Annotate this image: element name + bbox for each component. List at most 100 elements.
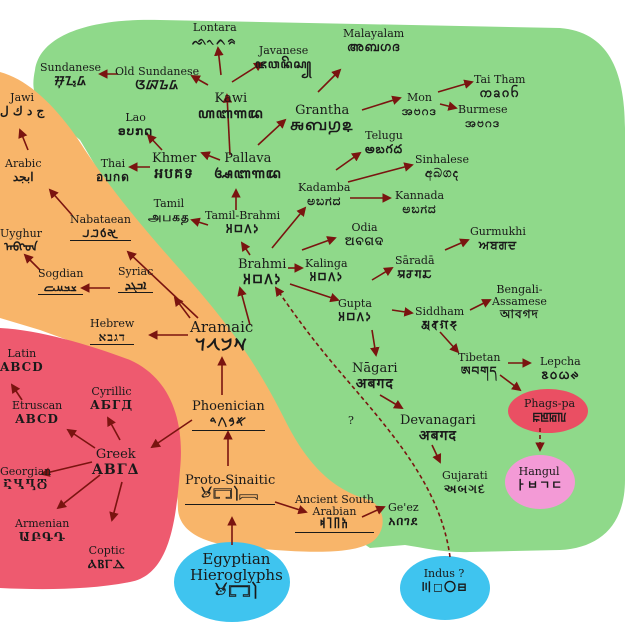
arrow-indus-brahmi-dashed	[274, 286, 451, 558]
node-phags-pa: Phags-pa ꡀꡁꡂꡃ	[524, 398, 575, 423]
node-name: Hebrew	[90, 317, 135, 330]
node-name: Lepcha	[540, 355, 581, 368]
node-name: Telugu	[365, 129, 403, 142]
arrow-greek-armenian	[56, 474, 101, 510]
node-glyph: আবগদ	[500, 307, 539, 322]
arrow-siddham-tibetan	[439, 331, 460, 354]
arrow-kawi-lontara	[214, 46, 224, 76]
node-glyph: ଅବଗଦ	[345, 233, 385, 248]
node-glyph: அபகத	[148, 209, 190, 224]
node-name: Kalinga	[305, 257, 348, 270]
node-glyph: អបគទ	[154, 165, 194, 182]
node-indus: Indus ? 〣◻〇⊟	[420, 568, 468, 593]
node-name: Tibetan	[458, 351, 501, 364]
arrow-greek-coptic	[109, 481, 123, 522]
arrow-pallava-kawi	[222, 93, 233, 156]
arrow-kawi-javanese	[231, 61, 264, 83]
node-glyph: अबगद	[418, 427, 457, 444]
node-kannada: Kannada ಅಬಗದ	[395, 190, 444, 215]
arrow-phoenician-greek	[150, 419, 193, 449]
node-name: Burmese	[458, 103, 508, 116]
node-glyph: ᨠᨡᨣᨤ	[479, 85, 520, 100]
node-geez: Ge'ez አበገደ	[388, 502, 419, 527]
node-name: Tai Tham	[474, 73, 526, 86]
node-name: Georgian	[0, 465, 52, 478]
node-hebrew: Hebrew דגבא	[90, 317, 135, 346]
node-name: Khmer	[152, 151, 197, 166]
node-name: Grantha	[295, 103, 350, 118]
indus-bubble	[400, 556, 490, 620]
node-glyph: 𑀅𑀩𑀕𑀤	[225, 221, 260, 236]
node-malayalam: Malayalam അബഗദ	[343, 28, 404, 53]
arrow-nagari-devanagari	[379, 394, 404, 409]
node-glyph: ᮞᮥᮔ᮪ᮓ	[54, 73, 87, 88]
node-glyph: ອບກດ	[118, 123, 154, 138]
node-glyph: ج د ك ل	[0, 103, 45, 118]
node-jawi: Jawi ج د ك ل	[0, 92, 44, 117]
node-tibetan: Tibetan ཨབགད	[458, 352, 500, 377]
node-name: Sundanese	[40, 61, 102, 74]
node-burmese: Burmese အဗဂဒ	[458, 104, 508, 129]
node-glyph: 𑌅𑌬𑌗𑌦	[290, 117, 355, 134]
node-tamil: Tamil அபகத	[148, 198, 190, 223]
node-name: Siddham	[415, 305, 465, 318]
node-hangul: Hangul ㅏㅂㄱㄷ	[515, 466, 563, 491]
node-egyptian-hieroglyphs: Egyptian Hieroglyphs 𓃾𓉐𓌙	[190, 550, 283, 602]
arrow-arabic-jawi	[18, 128, 29, 151]
node-name: Tamil-Brahmi	[205, 209, 281, 222]
node-kadamba: Kadamba ಅಬಗದ	[298, 182, 350, 207]
node-sinhalese: Sinhalese අබගද	[415, 154, 469, 179]
node-glyph: 𑖀𑖤𑖐𑖟	[421, 317, 458, 332]
node-name: Mon	[407, 91, 432, 104]
arrow-gupta-nagari	[370, 329, 380, 357]
arrow-sogdian-uyghur	[23, 253, 41, 271]
node-kawi: Kawi ꦲꦧꦒꦢ	[198, 92, 264, 121]
node-mon: Mon အဗဂဒ	[402, 92, 437, 117]
node-glyph: 𓃾𓉐𓌙	[214, 582, 258, 602]
red-region	[0, 328, 181, 590]
node-glyph: АБГД	[90, 397, 133, 412]
arrow-khmer-lao	[146, 133, 163, 151]
arrow-pallava-grantha	[257, 118, 287, 146]
arrow-mon-tai-tham	[437, 79, 474, 93]
node-name: Egyptian	[202, 550, 271, 568]
node-name: Uyghur	[0, 227, 42, 240]
node-name: Sinhalese	[415, 153, 469, 166]
node-glyph: ԱԲԳԴ	[18, 529, 66, 544]
node-name: Thai	[100, 157, 126, 170]
node-glyph: ΑΒΓΔ	[92, 461, 140, 478]
arrow-devanagari-gujarati	[431, 444, 442, 464]
node-nagari: Nāgari अबगद	[352, 362, 398, 391]
node-khmer: Khmer អបគទ	[152, 152, 196, 181]
node-siddham: Siddham 𑖀𑖤𑖐𑖟	[415, 306, 464, 331]
arrow-kawi-old-sundanese	[190, 75, 209, 86]
node-name: Malayalam	[343, 27, 405, 40]
node-name: Arabic	[5, 157, 42, 170]
node-glyph: ᮃᮘᮌᮓ	[134, 77, 180, 92]
node-glyph: ꡀꡁꡂꡃ	[532, 409, 567, 424]
node-name: Latin	[7, 347, 37, 360]
node-name: Phags-pa	[524, 397, 576, 410]
arrow-siddham-bengali	[469, 299, 492, 311]
node-name-line2: Arabian	[312, 504, 357, 518]
node-glyph: අබගද	[425, 165, 459, 180]
node-glyph: అబగద	[365, 141, 404, 156]
node-name: Kadamba	[298, 181, 351, 194]
node-coptic: Coptic ⲀⲂⲄⲆ	[88, 545, 126, 570]
node-tai-tham: Tai Tham ᨠᨡᨣᨤ	[474, 74, 525, 99]
node-sogdian: Sogdian 𐼰𐼱𐼲𐼳	[38, 268, 84, 296]
node-lepcha: Lepcha ᰣᰓᰃᰊ	[540, 356, 581, 381]
arrow-grantha-malayalam	[317, 68, 342, 93]
node-name: Old Sundanese	[115, 65, 200, 78]
node-name: Devanagari	[400, 413, 476, 428]
node-name: Odia	[351, 221, 378, 234]
node-sarada: Sāradā 𑆃𑆧𑆓𑆢	[395, 255, 435, 280]
node-javanese: Javanese ꦗꦮꦤꦼꦱ꧀	[255, 45, 312, 70]
arrow-nabataean-arabic	[48, 188, 73, 216]
node-lontara: Lontara ᨒᨚᨈᨑ	[192, 22, 238, 47]
node-name: Gupta	[338, 297, 372, 310]
node-name: Bengali-	[496, 283, 543, 296]
arrow-brahmi-tamil-brahmi	[240, 241, 251, 256]
node-armenian: Armenian ԱԲԳԴ	[15, 518, 69, 543]
